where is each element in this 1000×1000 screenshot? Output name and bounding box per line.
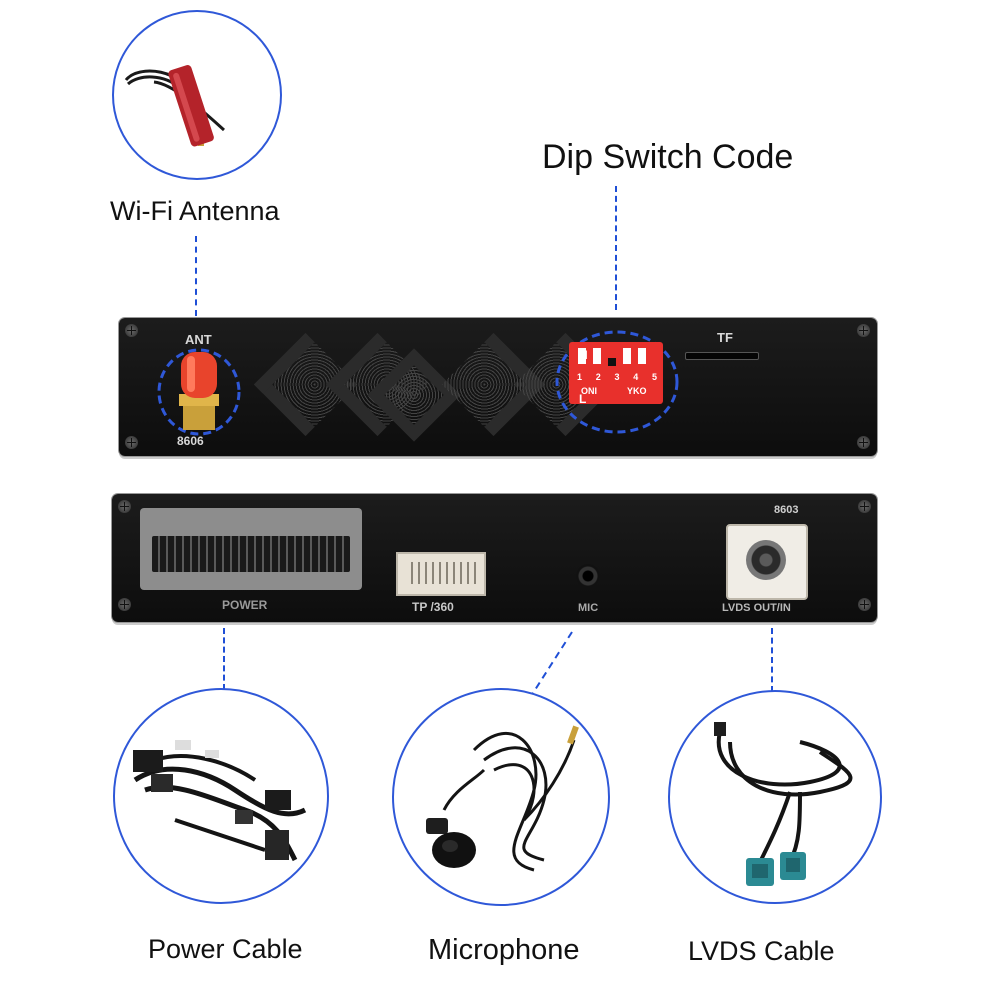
dip-switch-code-label: Dip Switch Code: [542, 138, 794, 176]
mic-jack[interactable]: [576, 564, 600, 588]
dip-brand-label: YKO: [627, 386, 647, 396]
wifi-antenna-image: [124, 65, 226, 147]
tf-label: TF: [717, 330, 733, 345]
screw: [125, 436, 138, 449]
wifi-antenna-label: Wi-Fi Antenna: [110, 196, 280, 226]
dip-low-label: L: [579, 392, 587, 406]
mic-connector-line: [525, 631, 573, 705]
back-panel: POWER TP /360 MIC 8603 LVDS OUT/IN: [112, 494, 877, 622]
dip-toggle[interactable]: [623, 348, 631, 364]
power-cable-circle: [113, 688, 329, 904]
wifi-antenna-circle: [112, 10, 282, 180]
microphone-label: Microphone: [428, 934, 580, 966]
dip-high-label: H: [579, 348, 588, 362]
screw: [858, 598, 871, 611]
lvds-socket: [746, 540, 786, 580]
dip-toggle[interactable]: [578, 348, 586, 364]
antenna-connector-icon: [157, 348, 241, 436]
dip-toggle[interactable]: [608, 358, 616, 366]
lvds-cable-circle: [668, 690, 882, 904]
power-connector-pins: [152, 536, 350, 572]
power-connector[interactable]: [140, 508, 362, 590]
power-connector-line: [223, 628, 225, 690]
lvds-connector-line: [771, 628, 773, 692]
tf-card-slot[interactable]: [685, 352, 759, 360]
front-panel: ANT 8606 1 2 3 4 5 ONI YKO H L TF: [119, 318, 877, 456]
power-label: POWER: [222, 598, 268, 612]
ant-code-label: 8606: [177, 434, 204, 448]
tp360-pins: [406, 562, 476, 584]
lvds-label: LVDS OUT/IN: [722, 602, 791, 614]
lvds-code-label: 8603: [774, 504, 799, 516]
screw: [858, 500, 871, 513]
microphone-circle: [392, 688, 610, 906]
dip-on-label: ONI: [581, 386, 598, 396]
dip-switch-highlight-icon: [555, 330, 679, 434]
dip-toggle[interactable]: [638, 348, 646, 364]
dip-number: 5: [651, 372, 657, 382]
tp360-label: TP /360: [412, 600, 454, 614]
screw: [857, 436, 870, 449]
dip-toggle[interactable]: [593, 348, 601, 364]
dip-number: 2: [595, 372, 601, 382]
microphone-image: [426, 725, 579, 872]
power-harness-image: [133, 740, 307, 862]
wifi-connector-line: [195, 236, 197, 316]
screw: [118, 598, 131, 611]
dip-connector-line: [615, 186, 617, 310]
dip-number: 3: [614, 372, 620, 382]
lvds-cable-label: LVDS Cable: [688, 936, 835, 966]
screw: [125, 324, 138, 337]
lvds-cable-image: [714, 722, 853, 886]
dip-number: 4: [633, 372, 639, 382]
power-cable-label: Power Cable: [148, 934, 303, 964]
dip-switch-block: 1 2 3 4 5 ONI YKO: [569, 342, 663, 404]
lvds-connector[interactable]: [726, 524, 808, 600]
ant-label: ANT: [185, 332, 212, 347]
dip-number: 1: [577, 372, 583, 382]
screw: [857, 324, 870, 337]
mic-label: MIC: [578, 602, 599, 614]
dip-numbers: 1 2 3 4 5: [577, 372, 657, 382]
screw: [118, 500, 131, 513]
tp360-connector[interactable]: [396, 552, 486, 596]
